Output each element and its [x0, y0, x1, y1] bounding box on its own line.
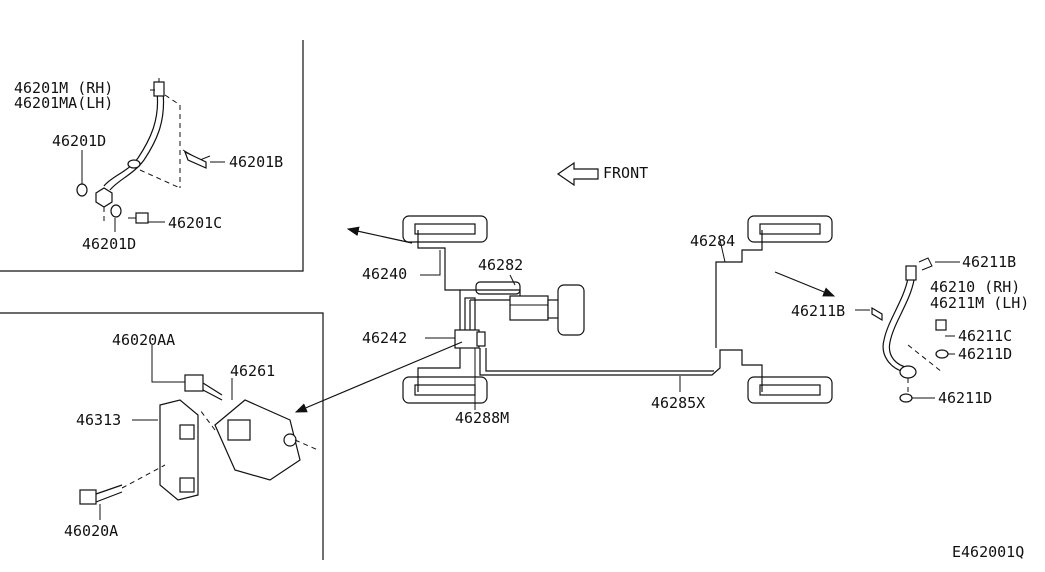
label-46285X: 46285X	[651, 394, 705, 412]
front-label: FRONT	[603, 164, 648, 182]
leader-arrows	[294, 226, 836, 413]
label-46020AA: 46020AA	[112, 331, 175, 349]
label-46201MA: 46201MA(LH)	[14, 94, 113, 112]
rear-brake-hose-detail	[871, 257, 949, 403]
label-46211D-bottom: 46211D	[938, 389, 992, 407]
callout-leaders	[81, 89, 960, 520]
label-46210: 46210 (RH)	[930, 278, 1020, 296]
label-46201D-top: 46201D	[52, 132, 106, 150]
label-46211B-left: 46211B	[791, 302, 845, 320]
label-46201C: 46201C	[168, 214, 222, 232]
frame-lines	[0, 40, 324, 560]
label-46211C: 46211C	[958, 327, 1012, 345]
front-brake-hose-detail	[76, 78, 211, 225]
label-46284: 46284	[690, 232, 735, 250]
wheel-outlines	[402, 215, 833, 404]
label-46240: 46240	[362, 265, 407, 283]
label-46201D-bottom: 46201D	[82, 235, 136, 253]
figure-code: E462001Q	[952, 543, 1024, 561]
label-46288M: 46288M	[455, 409, 509, 427]
front-direction-arrow	[556, 161, 599, 187]
bracket-detail	[79, 374, 319, 505]
label-46282: 46282	[478, 256, 523, 274]
label-46211B-top: 46211B	[962, 253, 1016, 271]
part-number-labels: 46201M (RH) 46201MA(LH) 46201D 46201B 46…	[14, 79, 1029, 561]
label-46211M: 46211M (LH)	[930, 294, 1029, 312]
label-46242: 46242	[362, 329, 407, 347]
label-46201M: 46201M (RH)	[14, 79, 113, 97]
label-46020A: 46020A	[64, 522, 118, 540]
label-46261: 46261	[230, 362, 275, 380]
brake-lines	[417, 230, 763, 392]
label-46211D-mid: 46211D	[958, 345, 1012, 363]
label-46201B: 46201B	[229, 153, 283, 171]
label-46313: 46313	[76, 411, 121, 429]
